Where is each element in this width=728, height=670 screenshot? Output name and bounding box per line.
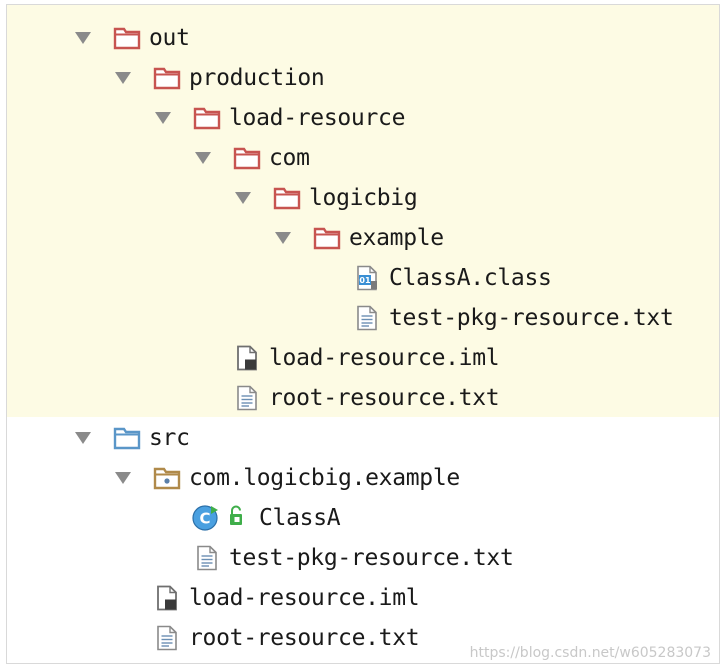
text-file-icon <box>153 625 181 651</box>
tree-node-test-pkg-resource-out[interactable]: test-pkg-resource.txt <box>7 298 719 338</box>
folder-excluded-icon <box>113 25 141 51</box>
tree-node-label: com <box>269 145 310 171</box>
tree-node-load-resource-iml-out[interactable]: load-resource.iml <box>7 338 719 378</box>
tree-node-label: logicbig <box>309 185 418 211</box>
tree-node-label: example <box>349 225 444 251</box>
folder-excluded-icon <box>313 225 341 251</box>
tree-node-label: test-pkg-resource.txt <box>229 545 514 571</box>
expand-arrow-icon[interactable] <box>75 432 91 444</box>
expand-arrow-icon[interactable] <box>195 152 211 164</box>
tree-node-load-resource-iml-src[interactable]: load-resource.iml <box>7 578 719 618</box>
folder-excluded-icon <box>273 185 301 211</box>
tree-node-label: production <box>189 65 325 91</box>
tree-node-label: src <box>149 425 190 451</box>
tree-node-label: root-resource.txt <box>189 625 420 651</box>
folder-excluded-icon <box>153 65 181 91</box>
tree-node-classa[interactable]: ClassA <box>7 498 719 538</box>
folder-source-icon <box>113 425 141 451</box>
tree-node-com[interactable]: com <box>7 138 719 178</box>
package-icon <box>153 465 181 491</box>
tree-node-test-pkg-resource-src[interactable]: test-pkg-resource.txt <box>7 538 719 578</box>
tree-node-label: load-resource.iml <box>189 585 420 611</box>
text-file-icon <box>193 545 221 571</box>
project-tree-panel: out production load-resource com logicbi… <box>6 4 720 664</box>
text-file-icon <box>353 305 381 331</box>
tree-node-label: load-resource.iml <box>269 345 500 371</box>
folder-excluded-icon <box>193 105 221 131</box>
expand-arrow-icon[interactable] <box>75 32 91 44</box>
tree-node-root-resource-out[interactable]: root-resource.txt <box>7 378 719 418</box>
tree-node-logicbig[interactable]: logicbig <box>7 178 719 218</box>
tree-node-load-resource[interactable]: load-resource <box>7 98 719 138</box>
tree-node-label: out <box>149 25 190 51</box>
folder-excluded-icon <box>233 145 261 171</box>
tree-node-package[interactable]: com.logicbig.example <box>7 458 719 498</box>
expand-arrow-icon[interactable] <box>115 72 131 84</box>
tree-node-src[interactable]: src <box>7 418 719 458</box>
text-file-icon <box>233 385 261 411</box>
expand-arrow-icon[interactable] <box>235 192 251 204</box>
java-class-icon <box>191 504 251 532</box>
iml-file-icon <box>153 585 181 611</box>
expand-arrow-icon[interactable] <box>275 232 291 244</box>
tree-node-label: ClassA <box>259 505 341 531</box>
expand-arrow-icon[interactable] <box>115 472 131 484</box>
class-file-icon <box>353 265 381 291</box>
tree-node-label: ClassA.class <box>389 265 552 291</box>
tree-node-classa-class[interactable]: ClassA.class <box>7 258 719 298</box>
watermark: https://blog.csdn.net/w605283073 <box>469 645 711 661</box>
tree-node-out[interactable]: out <box>7 18 719 58</box>
expand-arrow-icon[interactable] <box>155 112 171 124</box>
tree-node-root-resource-src[interactable]: root-resource.txt <box>7 618 719 658</box>
tree-node-example[interactable]: example <box>7 218 719 258</box>
iml-file-icon <box>233 345 261 371</box>
tree-node-label: com.logicbig.example <box>189 465 460 491</box>
tree-node-label: root-resource.txt <box>269 385 500 411</box>
tree-node-production[interactable]: production <box>7 58 719 98</box>
tree-node-label: load-resource <box>229 105 406 131</box>
tree-node-label: test-pkg-resource.txt <box>389 305 674 331</box>
